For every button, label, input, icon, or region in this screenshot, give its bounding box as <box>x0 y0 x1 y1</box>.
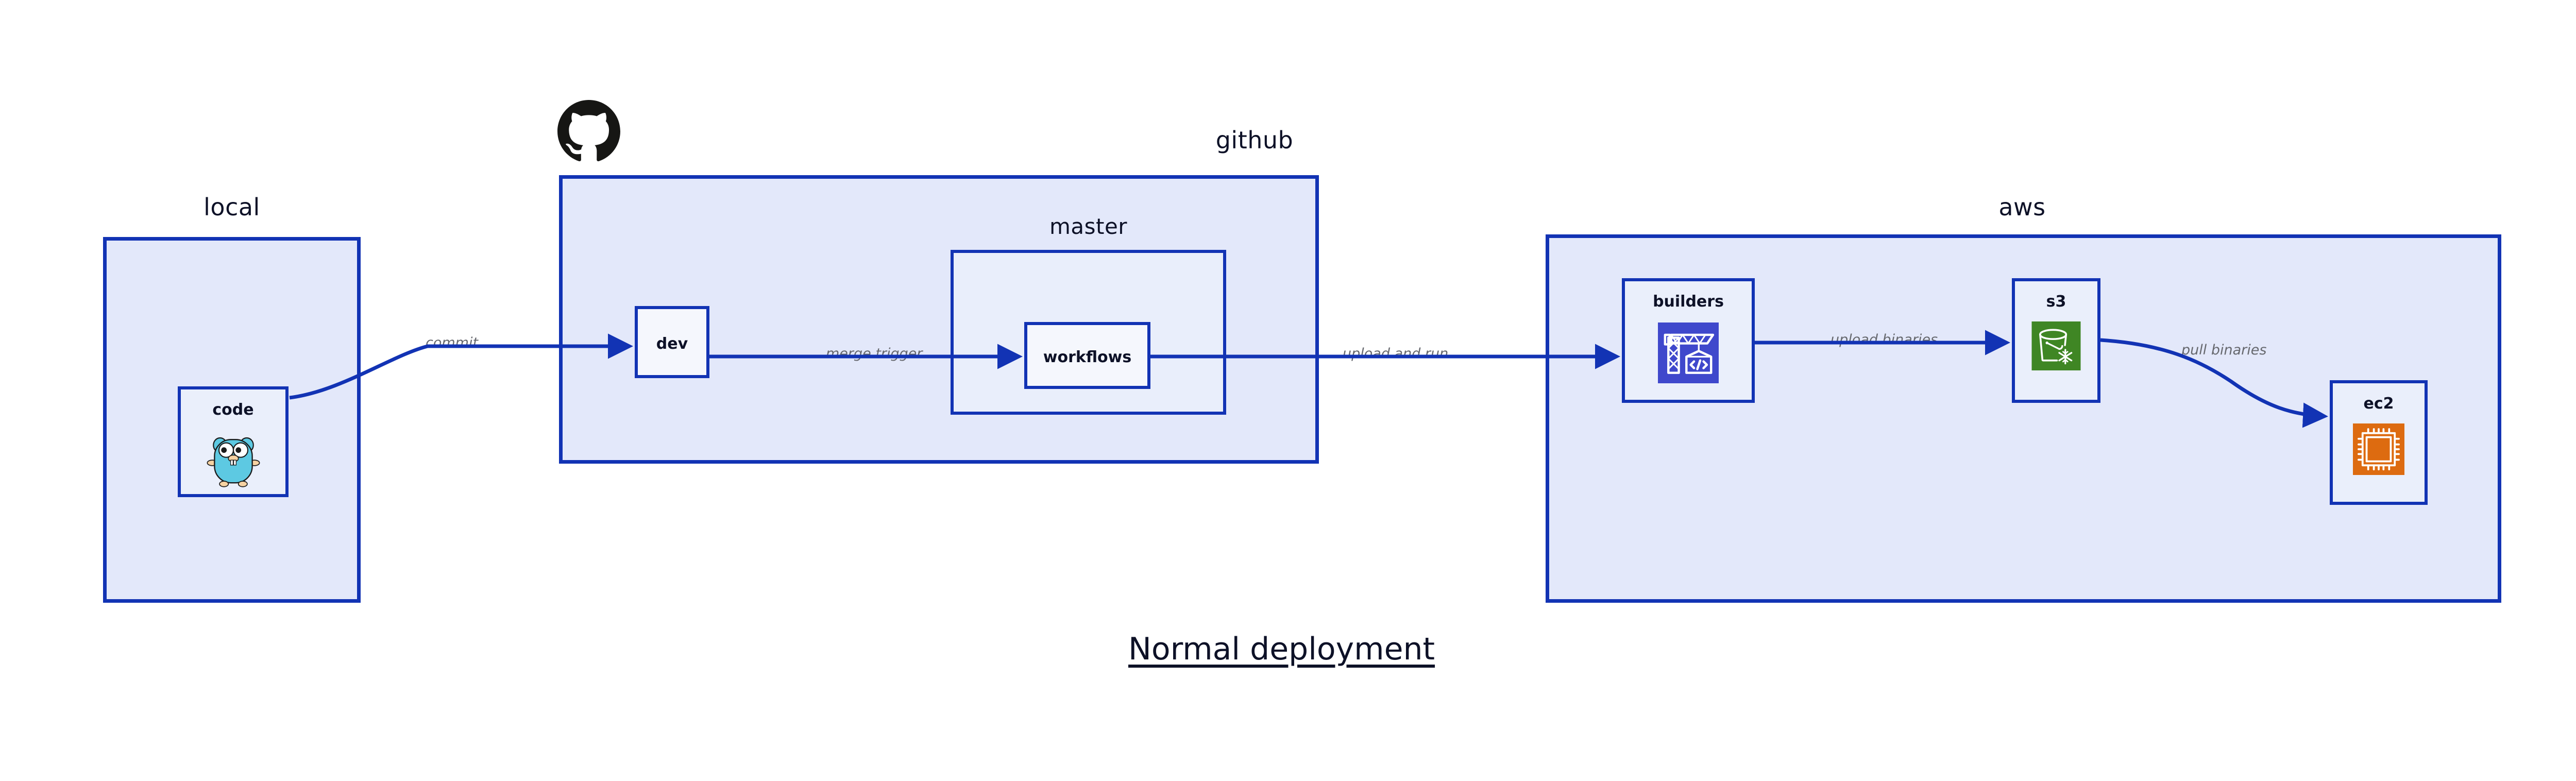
aws-s3-glacier-icon <box>2031 321 2081 370</box>
go-gopher-icon <box>206 431 261 488</box>
group-label-aws: aws <box>1998 193 2046 221</box>
node-label-builders: builders <box>1653 293 1724 311</box>
aws-codebuild-icon <box>1658 322 1719 383</box>
node-s3[interactable]: s3 <box>2012 278 2100 403</box>
node-builders[interactable]: builders <box>1622 278 1755 403</box>
aws-ec2-icon <box>2353 423 2404 475</box>
github-octocat-icon <box>557 98 620 165</box>
node-label-code: code <box>212 401 254 419</box>
node-code[interactable]: code <box>178 386 289 497</box>
node-workflows[interactable]: workflows <box>1024 322 1150 389</box>
group-label-local: local <box>204 193 260 221</box>
edge-label-pull-binaries: pull binaries <box>2178 342 2270 358</box>
edge-label-upload-and-run: upload and run <box>1340 346 1452 362</box>
node-label-s3: s3 <box>2046 293 2066 311</box>
edge-label-upload-binaries: upload binaries <box>1827 332 1941 348</box>
edge-label-merge-trigger: merge trigger <box>823 346 926 362</box>
node-label-ec2: ec2 <box>2363 395 2394 413</box>
diagram-title: Normal deployment <box>1128 631 1435 667</box>
node-label-workflows: workflows <box>1043 348 1132 366</box>
node-dev[interactable]: dev <box>635 306 709 378</box>
node-label-dev: dev <box>656 335 688 353</box>
group-label-github: github <box>1215 126 1294 154</box>
subgroup-label-master: master <box>1049 214 1128 239</box>
edge-label-commit: commit <box>422 335 482 351</box>
node-ec2[interactable]: ec2 <box>2330 380 2428 505</box>
